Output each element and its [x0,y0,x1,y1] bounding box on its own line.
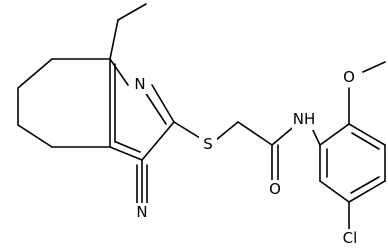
bond [351,132,380,150]
bond [215,121,239,141]
cyano-nitrogen-label: N [134,203,151,222]
bond [151,84,175,123]
bond [109,58,129,86]
bond [319,123,350,146]
svg-text:N: N [134,75,145,93]
bond [348,180,386,203]
chlorine-label: Cl [339,229,361,248]
amide-nitrogen-label: NH [292,110,318,130]
amide-oxygen-label: O [266,180,284,199]
svg-text:NH: NH [293,110,316,128]
bond [115,141,141,153]
bond [117,3,147,21]
bond [17,124,53,148]
bond [144,91,167,125]
svg-text:Cl: Cl [343,229,358,247]
bond [173,121,201,139]
bond [17,58,53,89]
bond [348,123,386,146]
methoxy-oxygen-label: O [340,68,358,87]
sulfur-label: S [199,135,217,155]
svg-text:O: O [269,180,281,198]
svg-text:N: N [136,203,147,221]
ring-nitrogen-label: N [132,75,149,94]
bond [237,121,273,146]
svg-text:S: S [203,135,213,153]
atom-labels: N S N O NH O Cl [132,68,361,248]
svg-text:O: O [343,68,355,86]
bond [141,121,175,161]
bond [362,61,386,73]
bond [319,180,350,203]
bond [350,176,380,194]
bond [109,19,119,60]
bonds [17,3,386,230]
bond [109,146,143,161]
